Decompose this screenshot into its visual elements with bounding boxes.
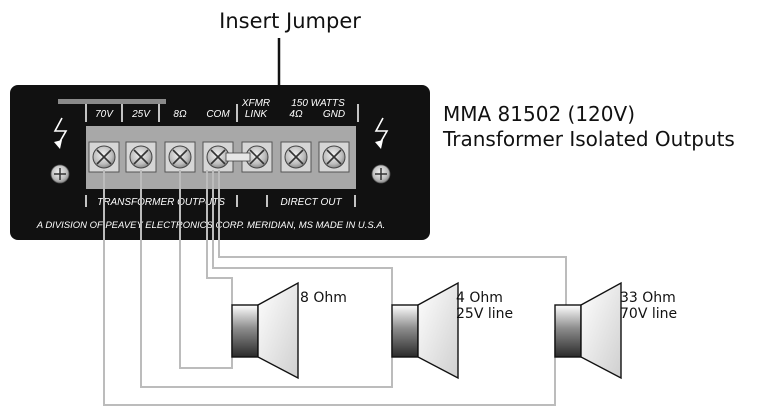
speaker-icon <box>391 281 459 380</box>
speaker-icon <box>231 281 299 380</box>
terminal-label-8ohm: 8Ω <box>173 109 187 120</box>
speakers <box>231 281 622 380</box>
model-description: Transformer Isolated Outputs <box>442 127 735 151</box>
terminal-screw-4ohm <box>280 141 312 173</box>
speaker-wires <box>103 170 567 406</box>
terminal-screws <box>88 141 350 173</box>
power-rating: 150 WATTS <box>291 98 345 109</box>
terminal-label-25v: 25V <box>131 109 151 120</box>
speaker-2-line: 25V line <box>456 306 513 322</box>
speaker-icon <box>554 281 622 380</box>
wire-com-speaker3 <box>218 170 567 305</box>
direct-out-label: DIRECT OUT <box>280 197 342 208</box>
wire-com-speaker2 <box>212 170 393 305</box>
division-label: A DIVISION OF PEAVEY ELECTRONICS CORP. M… <box>36 220 386 231</box>
terminal-screw-gnd <box>318 141 350 173</box>
terminal-screw-25v <box>125 141 157 173</box>
terminal-separators <box>85 104 359 122</box>
speaker-1-impedance: 8 Ohm <box>300 290 347 306</box>
terminal-label-xfmr: XFMR <box>241 98 270 109</box>
terminal-label-4ohm: 4Ω <box>289 109 303 120</box>
speaker-3-line: 70V line <box>620 306 677 322</box>
terminal-label-link: LINK <box>245 109 269 120</box>
speaker-2-impedance: 4 Ohm <box>456 290 503 306</box>
insert-jumper-title: Insert Jumper <box>219 9 361 33</box>
insert-jumper-bar <box>225 152 251 162</box>
terminal-label-gnd: GND <box>323 109 345 120</box>
lightning-warning-icon <box>374 117 389 149</box>
wire-com-speaker1 <box>206 170 233 305</box>
terminal-screw-70v <box>88 141 120 173</box>
screw-icon <box>371 164 391 184</box>
transformer-outputs-label: TRANSFORMER OUTPUTS <box>97 197 225 208</box>
model-name: MMA 81502 (120V) <box>443 102 635 126</box>
panel-top-bar <box>58 99 166 104</box>
speaker-3-impedance: 33 Ohm <box>620 290 676 306</box>
lightning-warning-icon <box>53 117 68 149</box>
wire-70v <box>103 170 556 406</box>
screw-icon <box>50 164 70 184</box>
terminal-label-com: COM <box>206 109 230 120</box>
terminal-screw-8ohm <box>164 141 196 173</box>
group-separators <box>85 195 356 207</box>
wire-25v <box>140 170 393 388</box>
terminal-label-70v: 70V <box>95 109 114 120</box>
